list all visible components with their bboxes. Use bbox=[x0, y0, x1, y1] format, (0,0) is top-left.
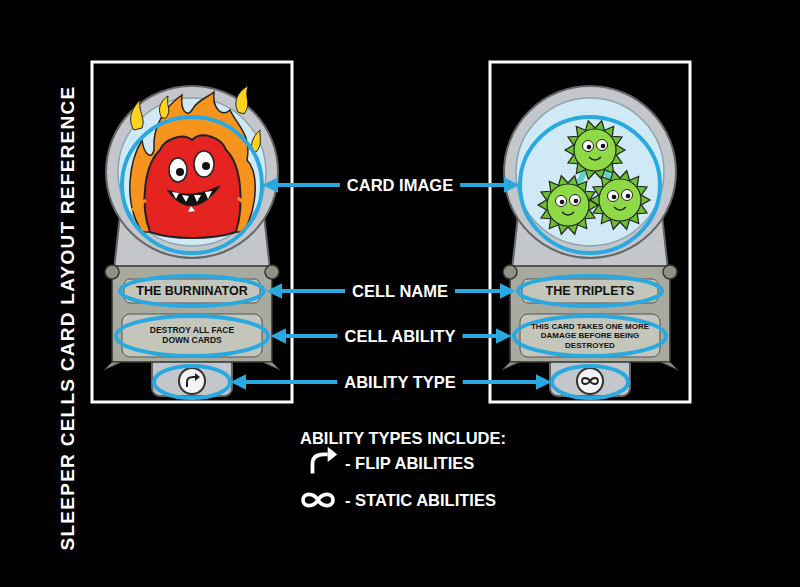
callout-arrow bbox=[462, 334, 506, 338]
pupil bbox=[560, 200, 565, 205]
burninator-illustration-part bbox=[131, 100, 144, 130]
callout-arrow bbox=[276, 334, 338, 338]
burninator-illustration-part bbox=[172, 191, 212, 212]
highlight-stroke bbox=[518, 276, 662, 306]
burninator-illustration-part bbox=[145, 135, 241, 238]
smile bbox=[589, 157, 601, 160]
static-icon bbox=[303, 494, 333, 505]
burninator-card-part bbox=[187, 377, 195, 387]
smile bbox=[614, 207, 626, 210]
triplets-illustration bbox=[538, 121, 650, 234]
callout-label: ABILITY TYPE bbox=[344, 373, 456, 392]
burninator-card bbox=[92, 62, 292, 402]
callout-label: CELL ABILITY bbox=[345, 327, 456, 346]
legend-text: - FLIP ABILITIES bbox=[345, 454, 474, 473]
triplets-card-part bbox=[520, 117, 660, 253]
vertical-title: SLEEPER CELLS CARD LAYOUT REFERENCE bbox=[57, 86, 79, 551]
flip-icon-part bbox=[328, 447, 338, 462]
cell-ability-oval: DESTROY ALL FACE DOWN CARDS bbox=[114, 314, 270, 358]
legend-text: - STATIC ABILITIES bbox=[345, 491, 496, 510]
cell-ability-text: DESTROY ALL FACE DOWN CARDS bbox=[144, 326, 240, 346]
smile bbox=[562, 212, 574, 215]
pupil bbox=[587, 145, 592, 150]
spike-ring bbox=[590, 171, 650, 229]
callout-arrow bbox=[272, 289, 345, 293]
flip-icon-part bbox=[313, 454, 328, 473]
pupil bbox=[612, 195, 617, 200]
eye bbox=[583, 141, 594, 152]
cell-body bbox=[599, 179, 641, 221]
burninator-illustration-part bbox=[236, 86, 248, 114]
flip-icon bbox=[313, 447, 338, 474]
burninator-card-part bbox=[92, 62, 292, 402]
highlight-stroke bbox=[514, 316, 666, 356]
burninator-card-part bbox=[195, 373, 200, 381]
triplets-card-part bbox=[490, 62, 690, 402]
pupil bbox=[601, 144, 606, 149]
pupil bbox=[574, 199, 579, 204]
spike-ring bbox=[538, 176, 598, 234]
triplets-card-part bbox=[552, 366, 628, 398]
burninator-illustration-part bbox=[202, 162, 210, 170]
legend-heading: ABILITY TYPES INCLUDE: bbox=[300, 429, 506, 448]
burninator-illustration-part bbox=[160, 96, 169, 118]
static-icon-part bbox=[303, 494, 333, 505]
highlight-stroke bbox=[120, 276, 264, 306]
cell-name-text: THE TRIPLETS bbox=[524, 284, 656, 298]
cell-ability-oval: THIS CARD TAKES ONE MORE DAMAGE BEFORE B… bbox=[512, 314, 668, 358]
cell-name-oval: THE TRIPLETS bbox=[516, 274, 664, 308]
cell-body bbox=[574, 129, 616, 171]
burninator-illustration-part bbox=[169, 158, 187, 182]
cell-ability-text: THIS CARD TAKES ONE MORE DAMAGE BEFORE B… bbox=[528, 322, 652, 350]
burninator-illustration-part bbox=[176, 168, 184, 176]
callout-label: CELL NAME bbox=[352, 282, 448, 301]
triplets-card bbox=[490, 62, 690, 402]
eye bbox=[622, 190, 633, 201]
callout-arrow bbox=[236, 380, 337, 384]
spike-ring bbox=[565, 121, 625, 179]
callout-arrow bbox=[268, 183, 340, 187]
highlight-stroke bbox=[116, 316, 268, 356]
burninator-card-part bbox=[154, 366, 230, 398]
cell-body bbox=[547, 184, 589, 226]
callout-arrow bbox=[460, 183, 514, 187]
cell-name-text: THE BURNINATOR bbox=[126, 284, 258, 298]
eye bbox=[556, 196, 567, 207]
triplets-card-part bbox=[582, 378, 598, 384]
callout-arrow bbox=[455, 289, 510, 293]
burninator-card-part bbox=[122, 117, 262, 253]
callout-label: CARD IMAGE bbox=[347, 176, 453, 195]
callout-arrow bbox=[463, 380, 546, 384]
eye bbox=[608, 191, 619, 202]
eye bbox=[570, 195, 581, 206]
burninator-illustration-part bbox=[194, 151, 214, 177]
eye bbox=[597, 140, 608, 151]
pupil bbox=[626, 194, 631, 199]
cell-name-oval: THE BURNINATOR bbox=[118, 274, 266, 308]
burninator-illustration bbox=[130, 86, 261, 238]
